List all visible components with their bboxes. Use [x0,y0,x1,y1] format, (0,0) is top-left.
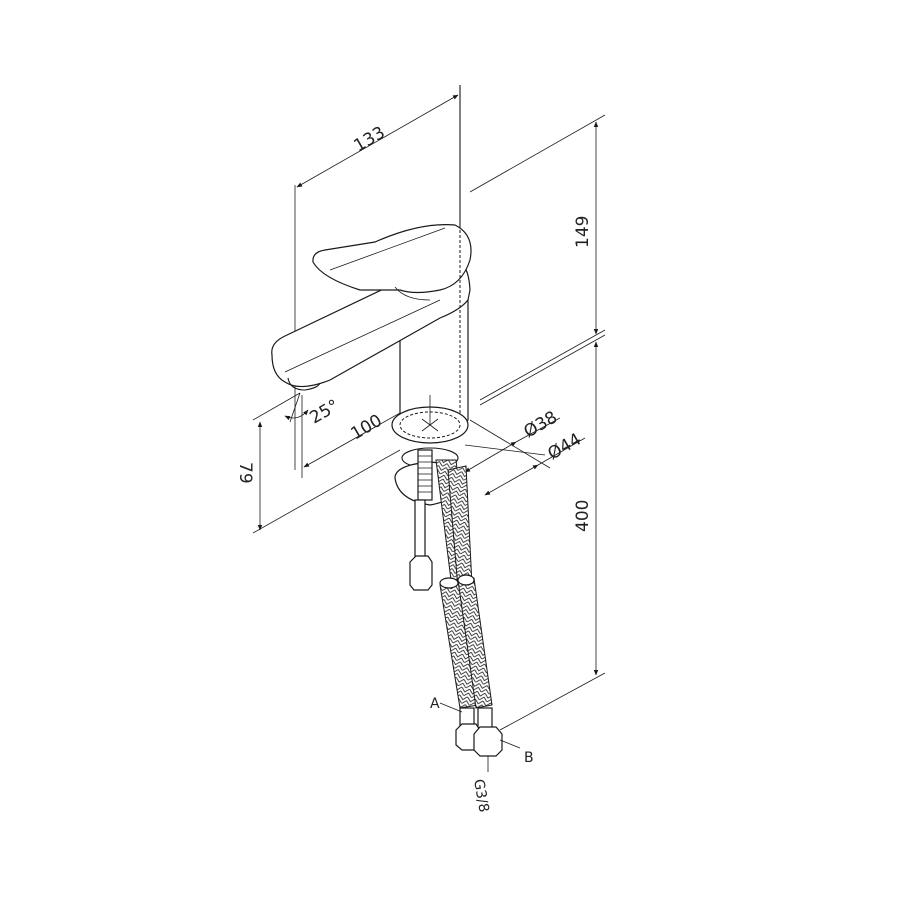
threaded-rod [409,449,433,591]
hose-fittings [455,707,503,757]
dim-d44-label: Ø44 [545,430,585,465]
dimension-body-height: 149 [469,114,606,401]
dim-25deg-label: 25° [307,396,343,428]
label-hose-a: A [430,696,440,712]
label-hose-b: B [524,750,534,766]
hose-labels: A B G3/8 [430,696,534,814]
braided-hoses [435,459,493,709]
dim-79-label: 79 [235,462,255,484]
faucet-body [271,224,472,431]
dimension-base-diameters: Ø38 Ø44 [464,408,586,496]
label-thread-size: G3/8 [470,778,492,814]
dim-133-label: 133 [351,123,389,157]
dim-149-label: 149 [573,216,593,248]
dim-d38-label: Ø38 [521,408,561,443]
dim-400-label: 400 [573,500,593,532]
dimension-hose-length: 400 [479,334,606,731]
